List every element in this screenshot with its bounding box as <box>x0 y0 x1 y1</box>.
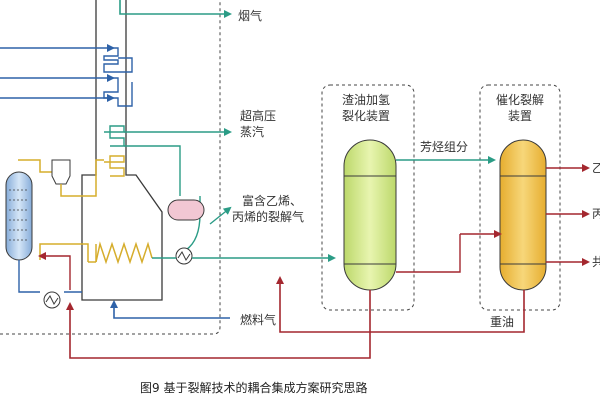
convection-coil-2 <box>103 77 133 107</box>
catalytic-label-line2: 装置 <box>508 109 532 123</box>
quench-tower <box>5 171 33 261</box>
hydrocracking-label-line1: 渣油加氢 <box>342 92 390 107</box>
fuel-gas-line <box>110 300 230 319</box>
hydrocracking-label-line2: 裂化装置 <box>342 109 390 123</box>
cracker-boundary <box>0 0 221 335</box>
product-label-bottom: 共 <box>592 255 600 269</box>
small-drum <box>51 159 71 185</box>
radiant-coil <box>95 241 153 265</box>
steam-label-line2: 蒸汽 <box>240 124 264 139</box>
convection-coil-1 <box>103 47 119 68</box>
hydrocracking-unit-boundary <box>321 84 415 311</box>
yellow-coil <box>104 155 125 177</box>
aromatics-label: 芳烃组分 <box>420 140 468 154</box>
steam-drum <box>167 199 205 221</box>
flue-gas-label: 烟气 <box>238 8 262 23</box>
hydrocracking-reactor <box>343 139 397 291</box>
convection-coil-1-return <box>103 57 133 73</box>
drum-to-coil-line <box>60 159 104 197</box>
fuel-gas-label: 燃料气 <box>240 312 276 327</box>
preheater-zigzag <box>45 295 59 305</box>
tower-bottom-line <box>18 260 82 293</box>
steam-label-line1: 超高压 <box>240 108 276 123</box>
quench-tower-trays <box>9 189 29 241</box>
cracked-gas-label-line2: 丙烯的裂解气 <box>232 209 304 224</box>
catalytic-label-line1: 催化裂解 <box>496 93 544 107</box>
flue-gas-line <box>119 0 232 18</box>
product-label-mid: 丙 <box>592 207 600 221</box>
cracking-furnace <box>81 0 163 301</box>
heavy-oil-label: 重油 <box>490 315 514 329</box>
cracked-gas-branch <box>209 206 232 225</box>
steam-coil <box>104 125 125 147</box>
catalytic-cracking-unit-boundary <box>479 84 561 311</box>
recycle-yellow-line <box>39 243 89 262</box>
heavy-oil-line <box>276 276 525 333</box>
catalytic-cracking-reactor <box>499 139 547 291</box>
radiant-coil-header <box>88 244 97 263</box>
exchanger-zigzag <box>177 251 191 261</box>
figure-caption: 图9 基于裂解技术的耦合集成方案研究思路 <box>140 380 367 395</box>
bottom-feed-line <box>66 290 371 359</box>
product-label-top: 乙 <box>592 161 600 175</box>
red-feed-to-hydro <box>396 234 461 273</box>
cracked-gas-label-line1: 富含乙烯、 <box>242 193 302 208</box>
red-recycle-to-tower <box>38 252 71 290</box>
tank-to-furnace-line <box>18 159 58 173</box>
